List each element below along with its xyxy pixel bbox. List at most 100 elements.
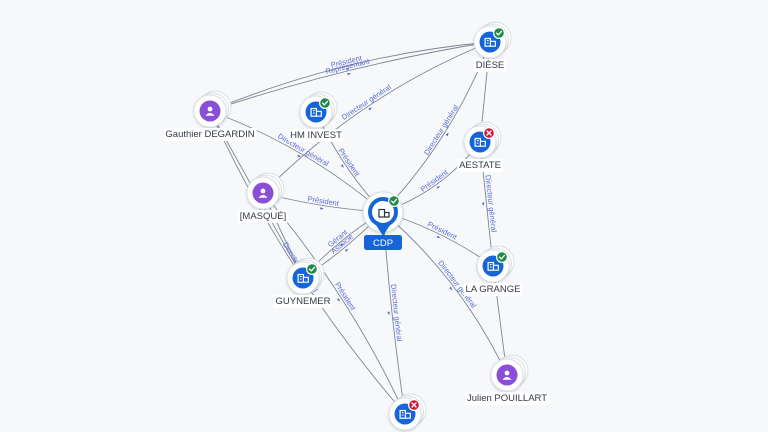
edge-label-group: Président (333, 280, 358, 312)
edge-label-group: Directeur général (481, 174, 499, 233)
edge-direction-arrow (346, 68, 350, 71)
person-icon (258, 188, 268, 198)
node-lagrange[interactable]: LA GRANGE (463, 245, 523, 296)
person-icon-head (260, 188, 266, 194)
node-label: AESTATE (459, 160, 501, 171)
building-icon-body (487, 261, 495, 271)
person-icon-body (258, 195, 268, 198)
building-icon-windows (312, 110, 315, 114)
building-icon-wing (493, 264, 499, 271)
building-icon-windows (401, 412, 404, 416)
node-label: Gauthier DEGARDIN (165, 129, 254, 140)
node-label-background (237, 210, 289, 223)
node-julien[interactable]: Julien POUILLART (464, 354, 550, 405)
person-icon-body (502, 377, 512, 380)
node-cdp[interactable]: CDP (362, 191, 404, 250)
edge-label: Président (426, 219, 459, 241)
edge-direction-arrow (347, 73, 352, 76)
center-node-badge[interactable]: CDP (364, 235, 402, 250)
node-hminvest[interactable]: HM INVEST (288, 91, 345, 142)
edge-gauthier-diese[interactable] (209, 41, 491, 112)
edge-direction-arrow (445, 132, 449, 137)
edge-direction-arrow (368, 107, 373, 111)
edge-label-group: Président (307, 194, 340, 210)
building-icon (399, 409, 411, 419)
node-label: [MASQUÉ] (240, 211, 286, 222)
building-icon-wing (405, 412, 411, 419)
node-label-background (473, 59, 507, 72)
node-aestate[interactable]: AESTATE (457, 121, 503, 172)
edge-direction-arrow (387, 311, 390, 316)
building-icon-wing (480, 140, 486, 147)
node-bottom[interactable] (388, 393, 427, 431)
status-closed-x-icon (407, 398, 421, 412)
edge-label-group: Président (419, 167, 451, 193)
node-label-background (457, 159, 503, 172)
node-diese[interactable]: DIÈSE (473, 21, 512, 72)
building-icon-body (310, 107, 318, 117)
person-icon-head (504, 370, 510, 376)
building-icon-wing (303, 276, 309, 283)
building-icon (297, 273, 309, 283)
node-guynemer[interactable]: GUYNEMER (273, 257, 333, 308)
edge-direction-arrow (481, 202, 485, 207)
building-icon-wing (490, 40, 496, 47)
building-icon-windows (489, 264, 492, 268)
node-label-background (464, 392, 550, 405)
building-icon (310, 107, 322, 117)
edge-direction-arrow (340, 243, 344, 247)
edge-label-group: Directeur général (387, 284, 404, 342)
edges-layer (209, 41, 508, 415)
building-icon-wing (316, 110, 322, 117)
node-label: DIÈSE (476, 60, 505, 71)
status-active-check-icon (387, 194, 401, 208)
edge-label: Président (337, 147, 363, 179)
building-icon (378, 208, 390, 218)
edge-label-group: Président (337, 147, 363, 179)
node-label: LA GRANGE (466, 284, 521, 295)
edge-direction-arrow (340, 164, 344, 169)
edge-direction-arrow (344, 248, 349, 252)
edge-label: Président (333, 280, 358, 312)
edge-gauthier-cdp[interactable] (209, 110, 384, 213)
node-label: CDP (373, 238, 393, 249)
edge-label: Président (419, 167, 451, 193)
status-active-check-icon (492, 26, 506, 40)
edge-label: Directeur général (340, 82, 393, 122)
building-icon (474, 137, 486, 147)
node-label-background (463, 283, 523, 296)
node-label: GUYNEMER (276, 296, 331, 307)
edge-label: Directeur général (422, 103, 460, 157)
edge-label: Directeur général (484, 174, 499, 232)
edge-direction-arrow (436, 185, 441, 189)
building-icon-body (399, 409, 407, 419)
building-icon-body (297, 273, 305, 283)
building-icon-windows (299, 276, 302, 280)
center-pin-tip (376, 225, 390, 236)
edge-julien-cdp[interactable] (382, 211, 508, 376)
edge-direction-arrow (436, 235, 441, 239)
edge-label: Directeur général (389, 284, 404, 342)
edge-direction-arrow (320, 207, 324, 210)
node-masque[interactable]: [MASQUÉ] (237, 172, 289, 223)
building-icon-windows (486, 40, 489, 44)
edge-direction-arrow (336, 298, 340, 302)
nodes-layer: CDP DIÈSE HM INVEST AESTATE LA GRANGE GUYNEME… (163, 21, 550, 431)
building-icon-body (484, 37, 492, 47)
edge-masque-diese[interactable] (262, 41, 491, 194)
edge-direction-arrow (297, 154, 301, 158)
status-closed-x-icon (482, 126, 496, 140)
node-label-background (163, 128, 257, 141)
building-icon (484, 37, 496, 47)
node-label: HM INVEST (290, 130, 342, 141)
edge-label-group: Directeur général (422, 103, 460, 157)
building-icon-windows (476, 140, 479, 144)
building-icon (487, 261, 499, 271)
node-gauthier[interactable]: Gauthier DEGARDIN (163, 90, 257, 141)
edge-gauthier-diese[interactable] (209, 41, 491, 112)
edge-label-group: Directeur général (340, 82, 393, 122)
person-icon (502, 370, 512, 380)
node-label: Julien POUILLART (467, 393, 547, 404)
node-label-background (288, 129, 345, 142)
